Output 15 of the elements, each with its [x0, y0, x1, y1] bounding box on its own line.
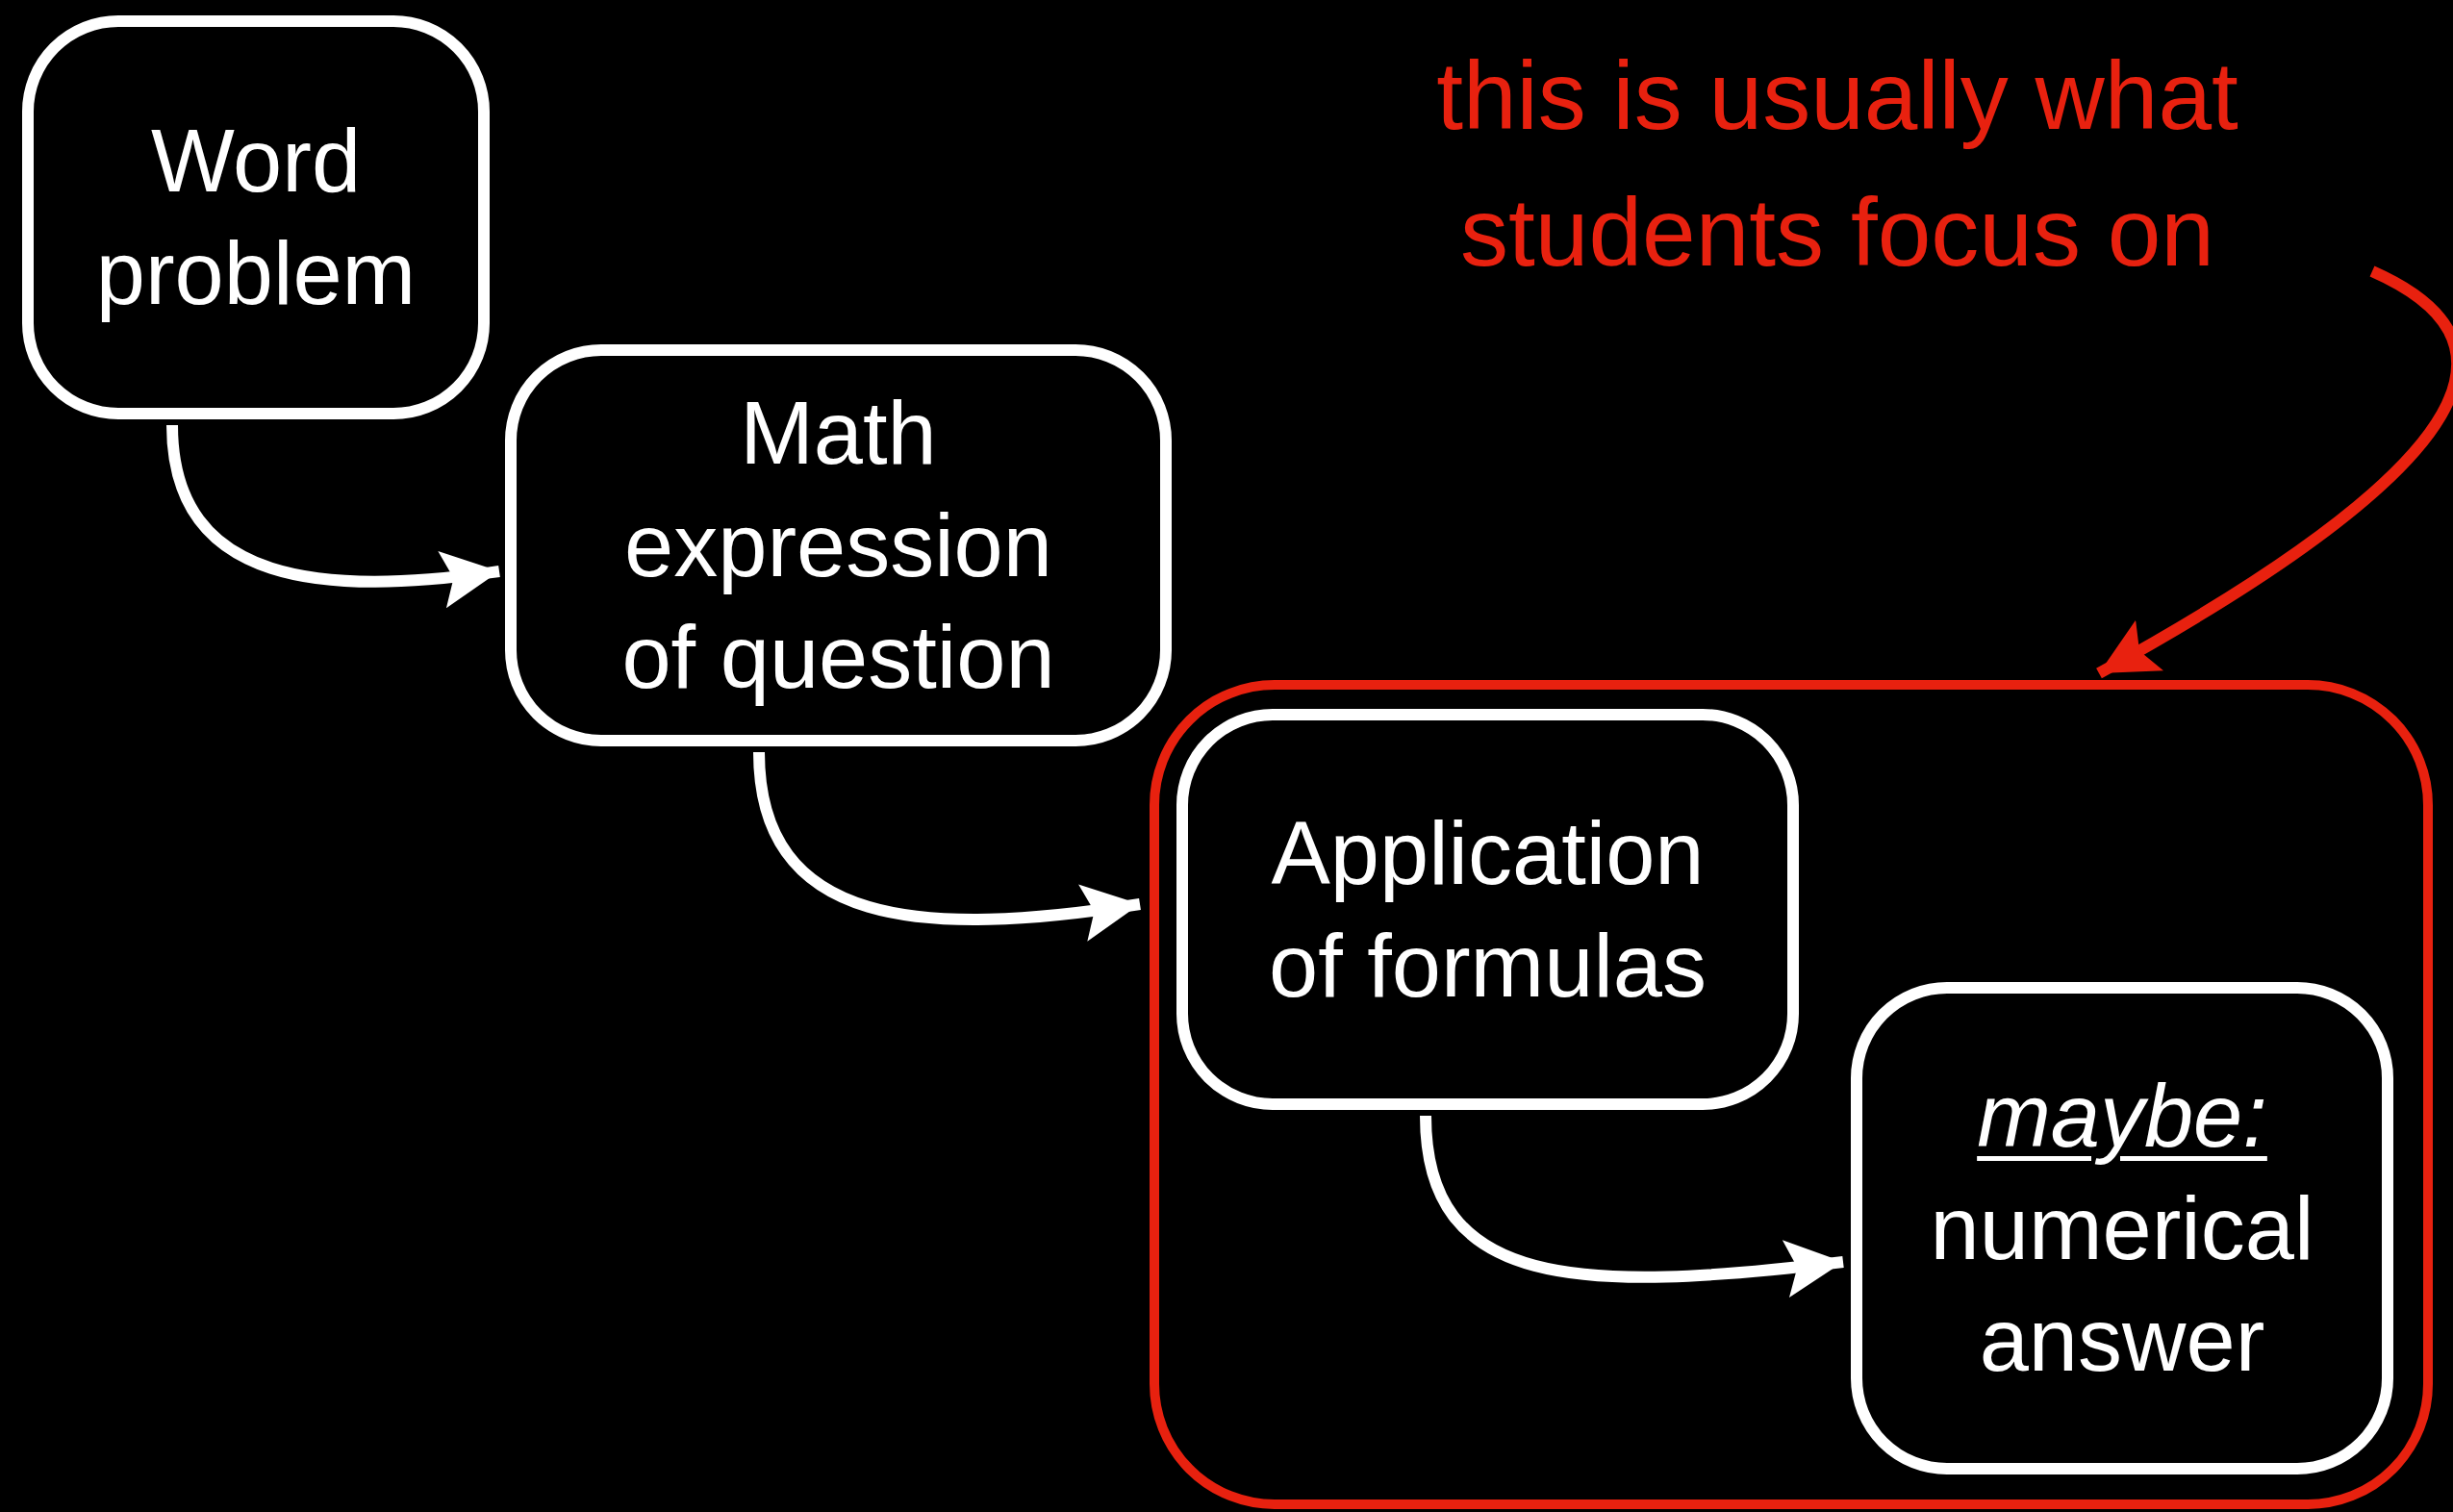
- node-label: numerical answer: [1930, 1177, 2314, 1392]
- node-label: Application of formulas: [1267, 802, 1708, 1017]
- process-box: [1851, 982, 2393, 1474]
- curved-arrow: [753, 751, 1141, 942]
- process-box: [505, 344, 1172, 746]
- curved-arrow: [1420, 1115, 1844, 1298]
- process-box: [22, 15, 490, 419]
- highlight-frame: [1150, 680, 2433, 1509]
- process-box: [1176, 709, 1799, 1110]
- node-label: maybe:: [1977, 1065, 2267, 1167]
- curved-arrow: [2096, 265, 2453, 679]
- node-label: Word problem: [95, 111, 417, 324]
- annotation-text: this is usually what students focus on: [1318, 38, 2357, 289]
- curved-arrow: [166, 424, 500, 608]
- node-label: Math expression of question: [620, 382, 1056, 709]
